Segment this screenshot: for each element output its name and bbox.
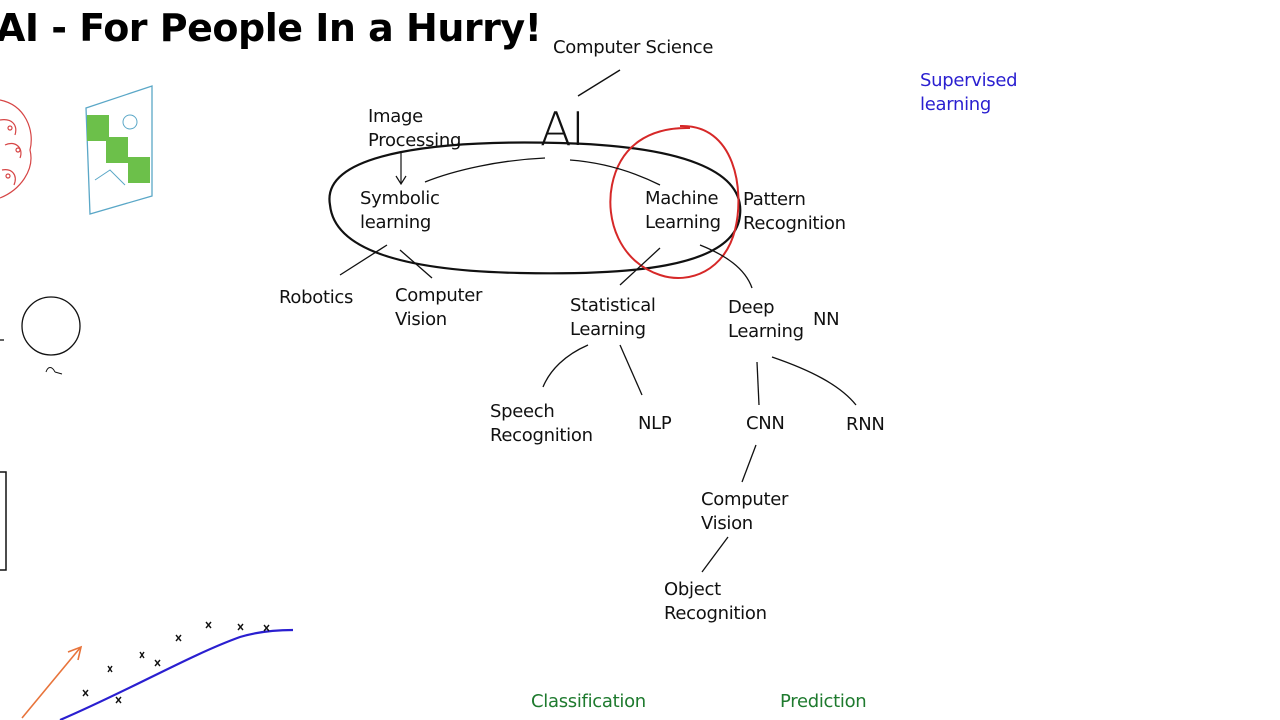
speech-recognition-line2: Recognition — [490, 425, 593, 446]
image-processing-line1: Image — [368, 106, 423, 127]
pattern-recognition-line1: Pattern — [743, 189, 806, 210]
speech-recognition-label: Speech Recognition — [490, 400, 593, 448]
symbolic-to-robotics-line — [339, 244, 388, 276]
computer-vision-label-2: Computer Vision — [701, 488, 788, 536]
neuron-circle — [21, 296, 81, 356]
deep-to-rnn-line — [771, 356, 857, 406]
speech-recognition-line1: Speech — [490, 401, 555, 422]
ml-to-deep-line — [699, 244, 753, 289]
pattern-recognition-line2: Recognition — [743, 213, 846, 234]
computer-science-label: Computer Science — [553, 37, 714, 58]
supervised-line1: Supervised — [920, 70, 1018, 91]
deep-learning-line2: Learning — [728, 321, 804, 342]
supervised-learning-note: Supervised learning — [920, 69, 1018, 117]
computer-vision-label-1: Computer Vision — [395, 284, 482, 332]
object-recognition-line2: Recognition — [664, 603, 767, 624]
cnn-label: CNN — [746, 413, 785, 434]
ml-to-statistical-line — [619, 247, 661, 286]
image-processing-label: Image Processing — [368, 105, 461, 153]
ai-to-ml-line — [569, 159, 661, 186]
ai-to-symbolic-line — [424, 157, 546, 183]
classification-note: Classification — [531, 691, 646, 712]
nn-label: NN — [813, 309, 840, 330]
supervised-line2: learning — [920, 94, 992, 115]
nlp-label: NLP — [638, 413, 672, 434]
machine-learning-line2: Learning — [645, 212, 721, 233]
computer-vision-1-line1: Computer — [395, 285, 483, 306]
brain-sketch — [0, 99, 32, 199]
page-title: AI - For People In a Hurry! — [0, 6, 542, 50]
image-processing-line2: Processing — [368, 130, 462, 151]
symbolic-learning-line2: learning — [360, 212, 432, 233]
deep-to-cnn-line — [756, 361, 760, 406]
symbolic-to-cv-line — [399, 249, 433, 279]
statistical-learning-label: Statistical Learning — [570, 294, 656, 342]
robotics-label: Robotics — [279, 287, 354, 308]
cv-to-object-line — [701, 536, 729, 573]
deep-learning-label: Deep Learning — [728, 296, 804, 344]
cnn-to-cv-line — [741, 444, 757, 483]
rnn-label: RNN — [846, 414, 885, 435]
object-recognition-line1: Object — [664, 579, 721, 600]
pattern-recognition-label: Pattern Recognition — [743, 188, 846, 236]
stat-to-speech-line — [542, 344, 589, 388]
ai-root-label: AI — [540, 102, 585, 156]
computer-vision-2-line1: Computer — [701, 489, 789, 510]
ai-oval — [328, 141, 742, 275]
statistical-learning-line2: Learning — [570, 319, 646, 340]
regression-sketch — [21, 621, 294, 720]
machine-learning-label: Machine Learning — [645, 187, 721, 235]
symbolic-learning-line1: Symbolic — [360, 188, 440, 209]
computer-vision-1-line2: Vision — [395, 309, 447, 330]
machine-learning-line1: Machine — [645, 188, 719, 209]
ml-highlight-circle — [609, 124, 740, 279]
statistical-learning-line1: Statistical — [570, 295, 656, 316]
deep-learning-line1: Deep — [728, 297, 775, 318]
computer-vision-2-line2: Vision — [701, 513, 753, 534]
edge-box — [0, 471, 7, 571]
stat-to-nlp-line — [619, 344, 643, 396]
prediction-note: Prediction — [780, 691, 867, 712]
cs-to-ai-line — [577, 69, 621, 97]
object-recognition-label: Object Recognition — [664, 578, 767, 626]
image-sketch — [85, 85, 153, 215]
symbolic-learning-label: Symbolic learning — [360, 187, 440, 235]
